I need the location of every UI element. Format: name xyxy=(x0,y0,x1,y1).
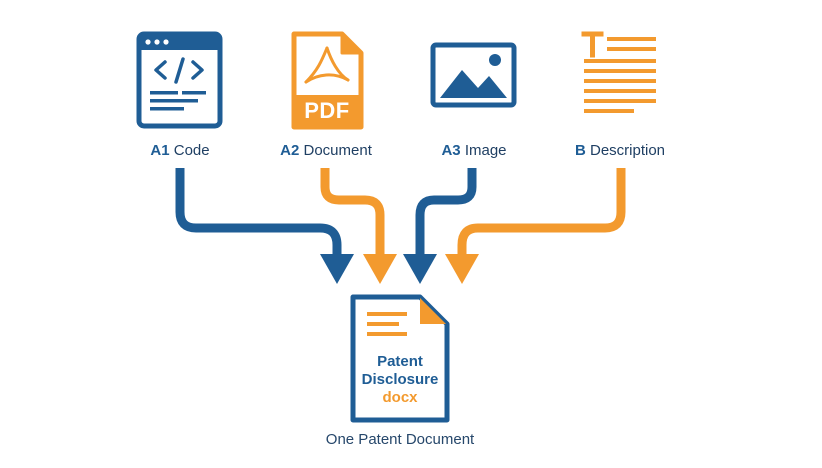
label-a3-id: A3 xyxy=(441,142,461,159)
arrowhead-a1 xyxy=(320,254,354,284)
pdf-icon-text: PDF xyxy=(304,98,350,123)
doc-ext: docx xyxy=(382,389,418,406)
label-a3: A3 Image xyxy=(441,142,506,159)
arrow-a1 xyxy=(175,168,342,256)
image-icon xyxy=(430,42,517,108)
label-b: B Description xyxy=(575,142,665,159)
arrow-a3 xyxy=(415,168,477,256)
label-b-name: Description xyxy=(589,142,666,159)
doc-line2: Disclosure xyxy=(361,371,439,388)
label-a2-name: Document xyxy=(303,142,372,159)
label-b-id: B xyxy=(574,142,586,159)
label-a1-name: Code xyxy=(173,142,210,159)
arrow-a2 xyxy=(320,168,385,256)
text-description-icon xyxy=(581,31,656,113)
output-caption: One Patent Document xyxy=(325,431,475,448)
patent-document-icon xyxy=(350,294,450,423)
arrowhead-a3 xyxy=(403,254,437,284)
label-a2: A2 Document xyxy=(280,142,372,159)
code-window-icon xyxy=(136,31,223,129)
doc-line1: Patent xyxy=(377,353,423,370)
arrowhead-a2 xyxy=(363,254,397,284)
arrow-b xyxy=(457,168,626,256)
label-a3-name: Image xyxy=(464,142,507,159)
pdf-file-icon xyxy=(291,31,364,130)
label-a2-id: A2 xyxy=(280,142,300,159)
arrowhead-b xyxy=(445,254,479,284)
label-a1: A1 Code xyxy=(150,142,209,159)
label-a1-id: A1 xyxy=(150,142,170,159)
